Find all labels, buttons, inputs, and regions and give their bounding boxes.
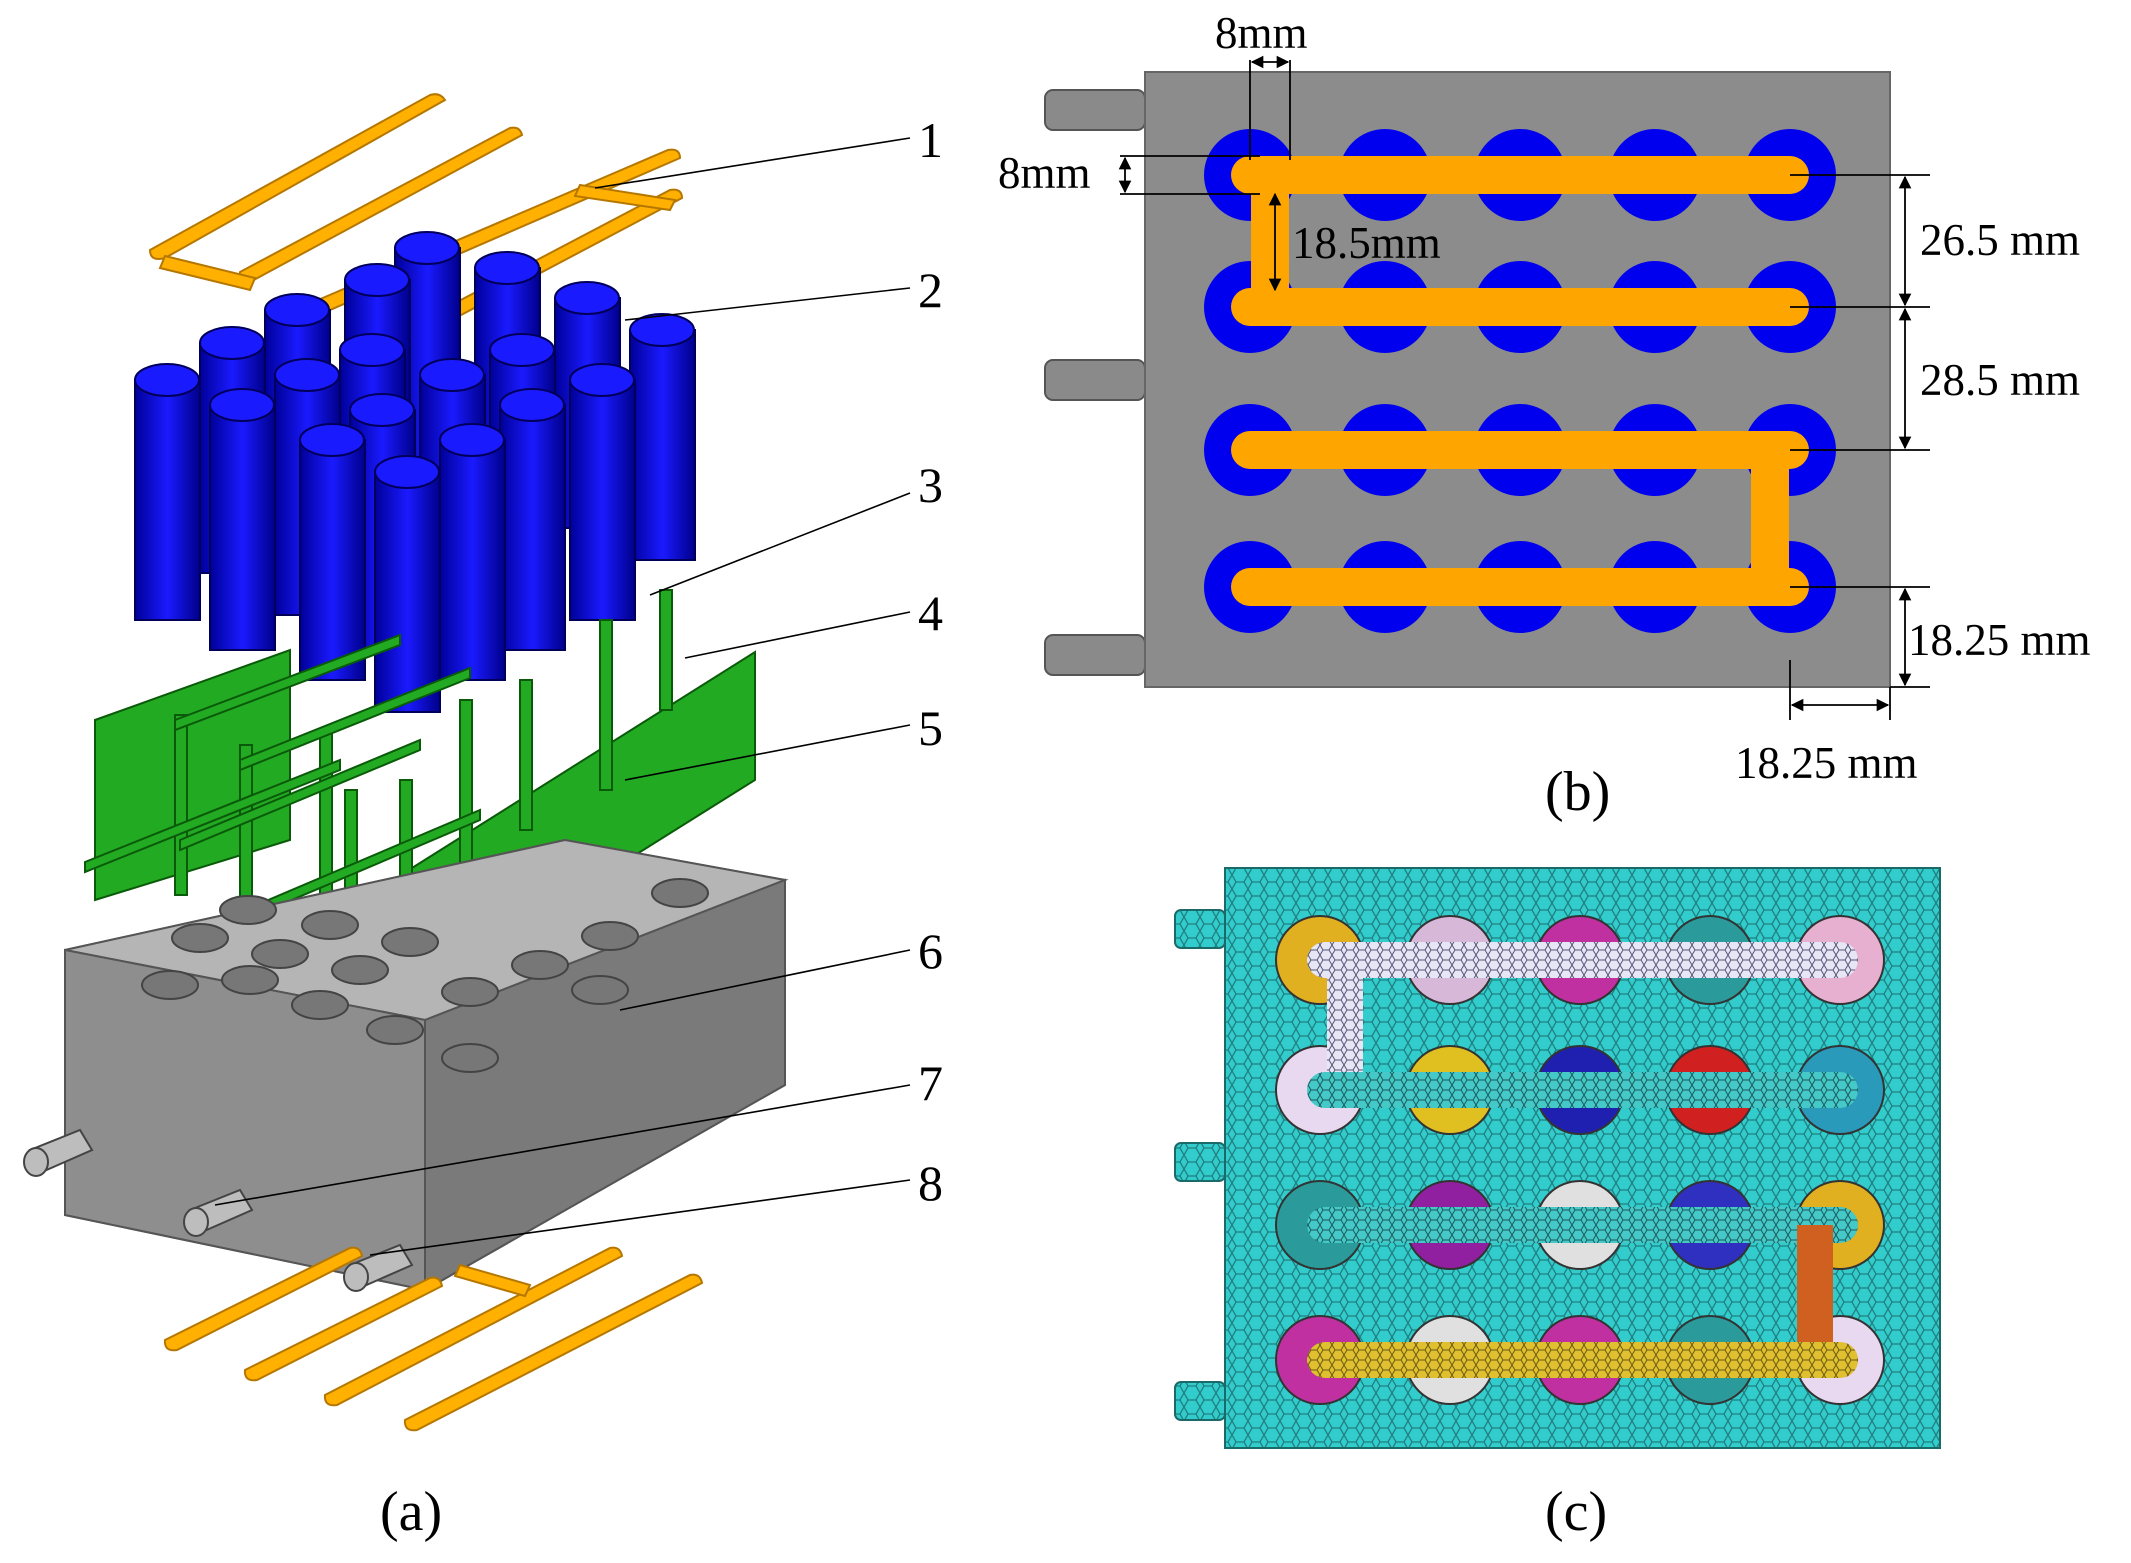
- dim-8mm-top: 8mm: [1215, 8, 1308, 58]
- callout-5: 5: [918, 700, 943, 756]
- dim-18-5mm: 18.5mm: [1292, 218, 1441, 268]
- dim-18-25mm-horizontal: 18.25 mm: [1735, 738, 1918, 788]
- callout-2: 2: [918, 262, 943, 318]
- callout-leaders: [214, 137, 911, 1256]
- bottom-heat-pipes: [163, 1246, 704, 1432]
- side-tubes-c: [1174, 909, 1226, 1421]
- gray-block: [64, 838, 789, 1292]
- battery-cells: [134, 231, 696, 713]
- block-tubes: [23, 1128, 414, 1292]
- panel-b-top-view: 8mm 8mm 18.5mm 26.5 mm 28.5 mm 18.25 mm …: [998, 8, 2091, 823]
- callout-1: 1: [918, 112, 943, 168]
- green-frame: [84, 589, 756, 997]
- panel-label-a: (a): [380, 1481, 442, 1543]
- callout-4: 4: [918, 585, 943, 641]
- top-heat-pipes: [148, 93, 684, 344]
- panel-label-c: (c): [1545, 1481, 1607, 1543]
- panel-label-b: (b): [1545, 761, 1610, 823]
- dim-8mm-left: 8mm: [998, 148, 1091, 198]
- panel-c-mesh-view: (c): [1174, 867, 1941, 1543]
- dim-26-5mm: 26.5 mm: [1920, 215, 2080, 265]
- panel-a-exploded-view: 1 2 3 4 5 6 7 8 (a): [23, 93, 943, 1543]
- callout-3: 3: [918, 457, 943, 513]
- mesh-serpentine-pipe-c: [1307, 942, 1858, 1378]
- callout-6: 6: [918, 923, 943, 979]
- callout-8: 8: [918, 1155, 943, 1211]
- dim-18-25mm-vertical: 18.25 mm: [1908, 615, 2091, 665]
- dimension-labels-b: 8mm 8mm 18.5mm 26.5 mm 28.5 mm 18.25 mm …: [998, 8, 2091, 788]
- callout-numbers: 1 2 3 4 5 6 7 8: [918, 112, 943, 1211]
- dim-28-5mm: 28.5 mm: [1920, 355, 2080, 405]
- dimension-lines-b: [1118, 55, 1930, 720]
- callout-7: 7: [918, 1055, 943, 1111]
